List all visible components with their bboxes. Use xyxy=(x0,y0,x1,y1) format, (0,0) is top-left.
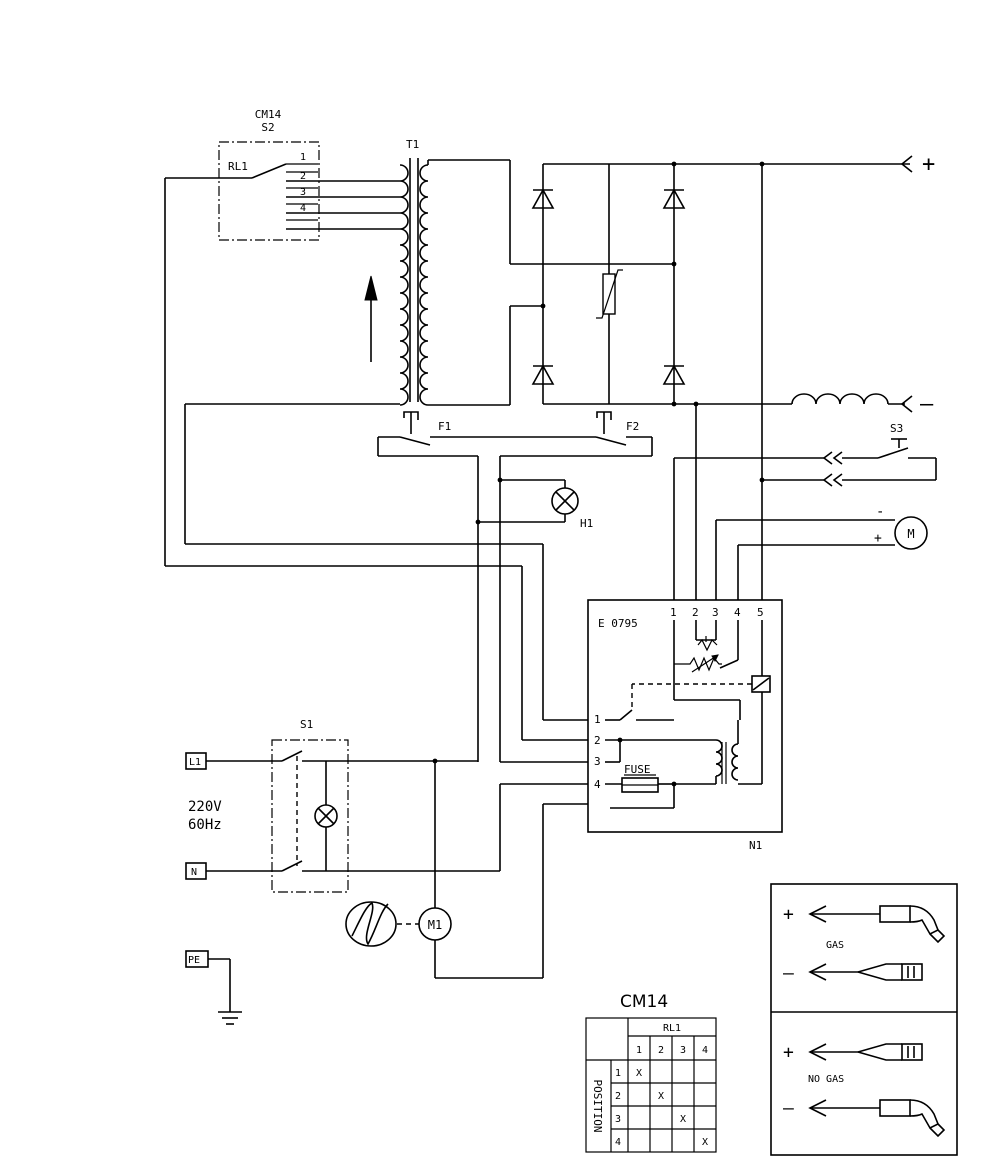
diode-d3 xyxy=(662,188,686,209)
table-row-label: 4 xyxy=(615,1137,621,1148)
table-col-2: 2 xyxy=(658,1045,664,1056)
thermal-f1-label: F1 xyxy=(438,420,451,433)
pe-label: PE xyxy=(188,955,200,966)
table-cell-mark: X xyxy=(702,1137,708,1148)
motor-minus-label: - xyxy=(876,504,884,520)
potentiometer-1 xyxy=(697,636,718,652)
diode-d1 xyxy=(531,188,555,209)
fan-motor-label: M1 xyxy=(428,918,442,932)
table-col-3: 3 xyxy=(680,1045,686,1056)
gas-label: GAS xyxy=(826,940,844,951)
board-fuse: FUSE xyxy=(605,763,677,809)
selector-pos-4: 4 xyxy=(300,203,306,214)
table-cell-mark: X xyxy=(636,1068,642,1079)
control-board-n1: E 0795 N1 1 2 3 4 5 1 2 3 4 xyxy=(587,599,783,852)
gas-plus-label: + xyxy=(783,904,794,925)
board-code: E 0795 xyxy=(598,617,638,630)
voltage-label: 220V xyxy=(188,799,222,815)
board-left-2: 2 xyxy=(594,734,601,747)
mig-torch-icon xyxy=(879,1099,946,1138)
diode-d4 xyxy=(662,364,686,385)
thermal-switches: F1 F2 xyxy=(377,411,653,762)
motor-symbol: M xyxy=(907,527,914,541)
switch-label: S1 xyxy=(300,718,313,731)
output-terminals: + — xyxy=(900,152,935,417)
lamp-h1: H1 xyxy=(475,477,593,530)
protective-earth: PE xyxy=(185,950,242,1025)
table-row-label: 1 xyxy=(615,1068,621,1079)
board-label: N1 xyxy=(749,839,762,852)
table-col-4: 4 xyxy=(702,1045,708,1056)
table-col-1: 1 xyxy=(636,1045,642,1056)
thermal-f2-label: F2 xyxy=(626,420,639,433)
board-top-1: 1 xyxy=(670,606,677,619)
table-row-header: POSITION xyxy=(591,1080,604,1133)
fan-motor-m1: M1 xyxy=(345,761,588,979)
diode-d2 xyxy=(531,364,555,385)
wire-feed-motor: M - + xyxy=(716,504,928,550)
lamp-label: H1 xyxy=(580,517,593,530)
trigger-label: S3 xyxy=(890,422,903,435)
output-plus-label: + xyxy=(922,152,935,177)
ground-clamp-icon xyxy=(857,1043,923,1061)
board-left-3: 3 xyxy=(594,755,601,768)
relay-label: RL1 xyxy=(228,160,248,173)
motor-plus-label: + xyxy=(874,531,882,546)
mig-torch-icon xyxy=(879,905,946,944)
table-row-label: 2 xyxy=(615,1091,621,1102)
frequency-label: 60Hz xyxy=(188,817,222,833)
board-top-5: 5 xyxy=(757,606,764,619)
rectifier-bridge xyxy=(531,161,910,407)
selector-title: CM14 xyxy=(255,108,282,121)
gas-minus-label: — xyxy=(783,963,794,984)
n-label: N xyxy=(191,867,197,878)
table-title: CM14 xyxy=(620,992,668,1012)
fuse-label: FUSE xyxy=(624,763,651,776)
board-top-2: 2 xyxy=(692,606,699,619)
nogas-label: NO GAS xyxy=(808,1074,844,1085)
ground-clamp-icon xyxy=(857,963,923,981)
board-left-1: 1 xyxy=(594,713,601,726)
table-cell-mark: X xyxy=(658,1091,664,1102)
nogas-plus-label: + xyxy=(783,1042,794,1063)
board-transformer xyxy=(674,720,739,785)
board-top-4: 4 xyxy=(734,606,741,619)
selector-pos-2: 2 xyxy=(300,171,306,182)
table-col-header: RL1 xyxy=(663,1023,681,1034)
output-inductor xyxy=(791,393,905,405)
output-minus-label: — xyxy=(920,392,934,417)
transformer-label: T1 xyxy=(406,138,419,151)
torch-trigger-s3: S3 xyxy=(674,422,937,487)
varistor xyxy=(596,269,623,319)
selector-switch-s2: CM14 S2 RL1 1 2 3 4 xyxy=(218,108,400,241)
transformer-t1: T1 xyxy=(185,138,674,406)
polarity-panel: + GAS — + NO GAS — xyxy=(770,883,958,1156)
table-cell-mark: X xyxy=(680,1114,686,1125)
selector-subtitle: S2 xyxy=(261,121,274,134)
control-wiring xyxy=(164,164,763,763)
board-top-3: 3 xyxy=(712,606,719,619)
l1-label: L1 xyxy=(189,757,201,768)
nogas-minus-label: — xyxy=(783,1098,794,1119)
potentiometer-2 xyxy=(674,654,722,673)
selector-pos-1: 1 xyxy=(300,152,306,163)
selector-pos-3: 3 xyxy=(300,187,306,198)
board-left-4: 4 xyxy=(594,778,601,791)
table-row-label: 3 xyxy=(615,1114,621,1125)
mains-switch-s1: S1 L1 N 220V 60Hz xyxy=(185,718,588,893)
